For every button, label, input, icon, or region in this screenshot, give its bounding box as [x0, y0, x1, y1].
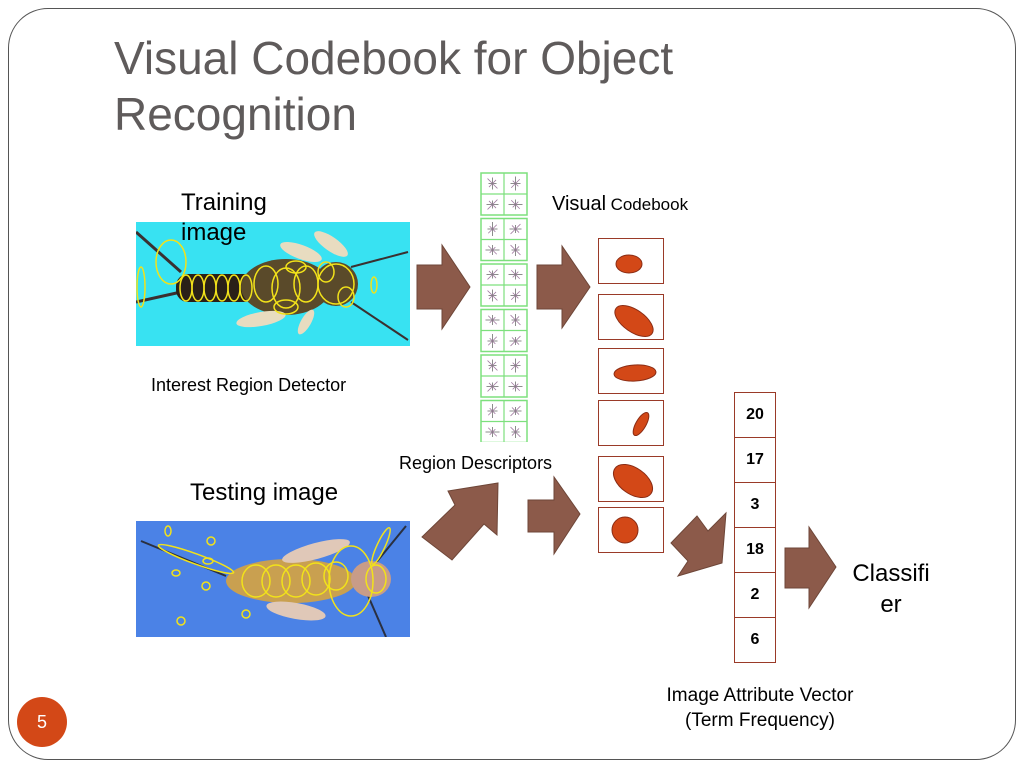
vector-cell: 17: [734, 438, 776, 483]
sift-descriptor-icon: [510, 358, 521, 373]
testing-image: [136, 521, 410, 637]
sift-descriptor-icon: [510, 426, 521, 438]
slide-frame: [8, 8, 1016, 760]
training-label-line-2: image: [181, 219, 247, 246]
classifier-label: Classifi er: [845, 558, 937, 620]
training-label-line-1: Training: [181, 189, 267, 216]
codeword-wide-ellipse: [598, 348, 664, 394]
descriptor-group: [480, 399, 528, 442]
title-line-2: Recognition: [114, 88, 357, 140]
sift-descriptor-icon: [487, 289, 498, 302]
sift-descriptor-icon: [487, 359, 498, 372]
sift-descriptor-icon: [509, 223, 522, 235]
visual-codebook-word-1: Visual: [552, 193, 607, 215]
training-image: [136, 222, 410, 346]
slide-title: Visual Codebook for Object Recognition: [114, 30, 814, 142]
descriptor-group: [480, 217, 528, 262]
sift-descriptor-icon: [510, 314, 521, 326]
vector-cell: 2: [734, 573, 776, 618]
sift-descriptor-icon: [510, 244, 521, 256]
codeword-ellipse-icon: [612, 463, 654, 499]
classifier-line-2: er: [880, 591, 902, 618]
codeword-tilted-ellipse: [598, 294, 664, 340]
codeword-ellipse-icon: [615, 254, 643, 274]
visual-codebook-word-2: Codebook: [610, 195, 689, 214]
codeword-thin-tilted-ellipse: [598, 400, 664, 446]
sift-descriptor-icon: [508, 381, 523, 392]
codeword-ellipse-icon: [632, 411, 650, 437]
sift-descriptor-icon: [486, 199, 499, 210]
sift-descriptor-icon: [509, 405, 522, 417]
sift-descriptor-icon: [486, 269, 499, 280]
training-image-label: Training image: [181, 188, 267, 248]
vector-cell: 18: [734, 528, 776, 573]
interest-region-detector-label: Interest Region Detector: [151, 375, 347, 395]
vector-cell: 20: [734, 392, 776, 438]
vector-cell: 3: [734, 483, 776, 528]
region-descriptors-label: Region Descriptors: [399, 453, 553, 473]
visual-codebook-label: Visual Codebook: [552, 193, 688, 216]
classifier-line-1: Classifi: [852, 560, 930, 587]
codeword-ellipse-icon: [611, 516, 639, 544]
sift-descriptor-icon: [508, 269, 523, 280]
testing-insect-illustration: [140, 525, 407, 637]
sift-descriptor-icon: [487, 334, 498, 348]
testing-image-label: Testing image: [190, 479, 339, 506]
sift-descriptor-icon: [485, 245, 500, 255]
attribute-label-line-1: Image Attribute Vector: [666, 685, 854, 706]
image-attribute-vector-label: Image Attribute Vector (Term Frequency): [646, 683, 874, 733]
descriptor-group: [480, 263, 528, 307]
attribute-label-line-2: (Term Frequency): [685, 710, 835, 731]
sift-descriptor-icon: [486, 381, 499, 392]
descriptor-group: [480, 354, 528, 398]
vector-cell: 6: [734, 618, 776, 663]
training-insect-illustration: [136, 230, 409, 341]
slide-number-badge: 5: [17, 697, 67, 747]
sift-descriptor-icon: [487, 222, 498, 236]
sift-descriptor-icon: [508, 199, 523, 210]
codeword-ellipse-icon: [614, 304, 654, 338]
descriptor-group: [480, 172, 528, 216]
title-line-1: Visual Codebook for Object: [114, 32, 674, 84]
sift-descriptor-icon: [510, 288, 521, 303]
sift-descriptor-icon: [510, 176, 521, 191]
sift-descriptor-icon: [487, 177, 498, 190]
codeword-large-tilted-ellipse: [598, 456, 664, 502]
region-descriptor-cells: [480, 172, 528, 442]
sift-descriptor-icon: [485, 315, 500, 325]
codeword-circle: [598, 507, 664, 553]
codeword-small-ellipse: [598, 238, 664, 284]
sift-descriptor-icon: [485, 427, 500, 437]
codeword-ellipse-icon: [613, 364, 657, 382]
sift-descriptor-icon: [487, 404, 498, 418]
region-descriptors-column: [480, 172, 528, 442]
sift-descriptor-icon: [509, 335, 522, 347]
descriptor-group: [480, 308, 528, 353]
